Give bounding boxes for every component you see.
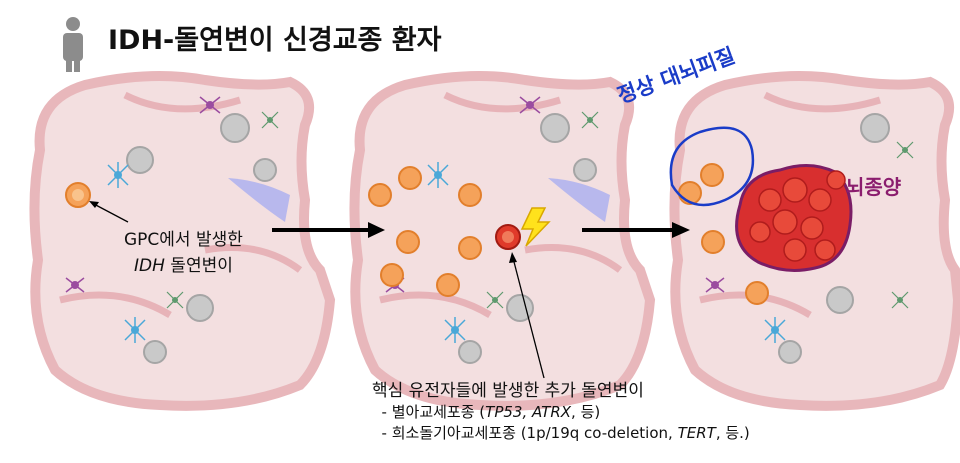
gpc-label-line2: IDH 돌연변이 <box>124 253 243 279</box>
lightning-icon <box>520 207 551 247</box>
arrow-1 <box>272 222 385 238</box>
astrocytoma-genes: TP53, ATRX <box>485 403 572 421</box>
astrocytoma-line: - 별아교세포종 (TP53, ATRX, 등) <box>372 402 750 423</box>
astrocytoma-suffix: , 등) <box>571 403 601 421</box>
pointer-mutation <box>509 252 545 379</box>
tumor-mass <box>735 164 853 272</box>
gpc-label-mutation: 돌연변이 <box>164 256 233 276</box>
tumor-label: 뇌종양 <box>846 175 902 199</box>
page-title: IDH-돌연변이 신경교종 환자 <box>108 25 442 56</box>
oligodendroglioma-line: - 희소돌기아교세포종 (1p/19q co-deletion, TERT, 등… <box>372 423 750 444</box>
gene-idh: IDH <box>134 256 165 276</box>
brain-section-panel-1 <box>29 71 336 411</box>
brain-section-panel-2 <box>349 71 656 411</box>
pointer-gpc <box>89 201 129 223</box>
oligodendroglioma-gene: TERT <box>677 424 716 442</box>
oligodendroglioma-prefix: - 희소돌기아교세포종 (1p/19q co-deletion, <box>381 424 678 442</box>
gpc-label: GPC에서 발생한 IDH 돌연변이 <box>124 227 243 279</box>
arrow-2 <box>582 222 690 238</box>
brain-section-panel-3 <box>669 71 960 411</box>
mutated-cell <box>495 224 521 250</box>
astrocytoma-prefix: - 별아교세포종 ( <box>381 403 486 421</box>
gpc-label-line1: GPC에서 발생한 <box>124 230 243 250</box>
gpc-cell <box>65 182 91 208</box>
oligodendroglioma-suffix: , 등.) <box>715 424 750 442</box>
normal-tissue-outline <box>669 126 755 207</box>
gpc-cells <box>368 166 482 297</box>
person-icon <box>63 17 83 72</box>
core-mutation-title: 핵심 유전자들에 발생한 추가 돌연변이 <box>372 381 644 401</box>
core-mutation-label: 핵심 유전자들에 발생한 추가 돌연변이 - 별아교세포종 (TP53, ATR… <box>372 380 750 444</box>
